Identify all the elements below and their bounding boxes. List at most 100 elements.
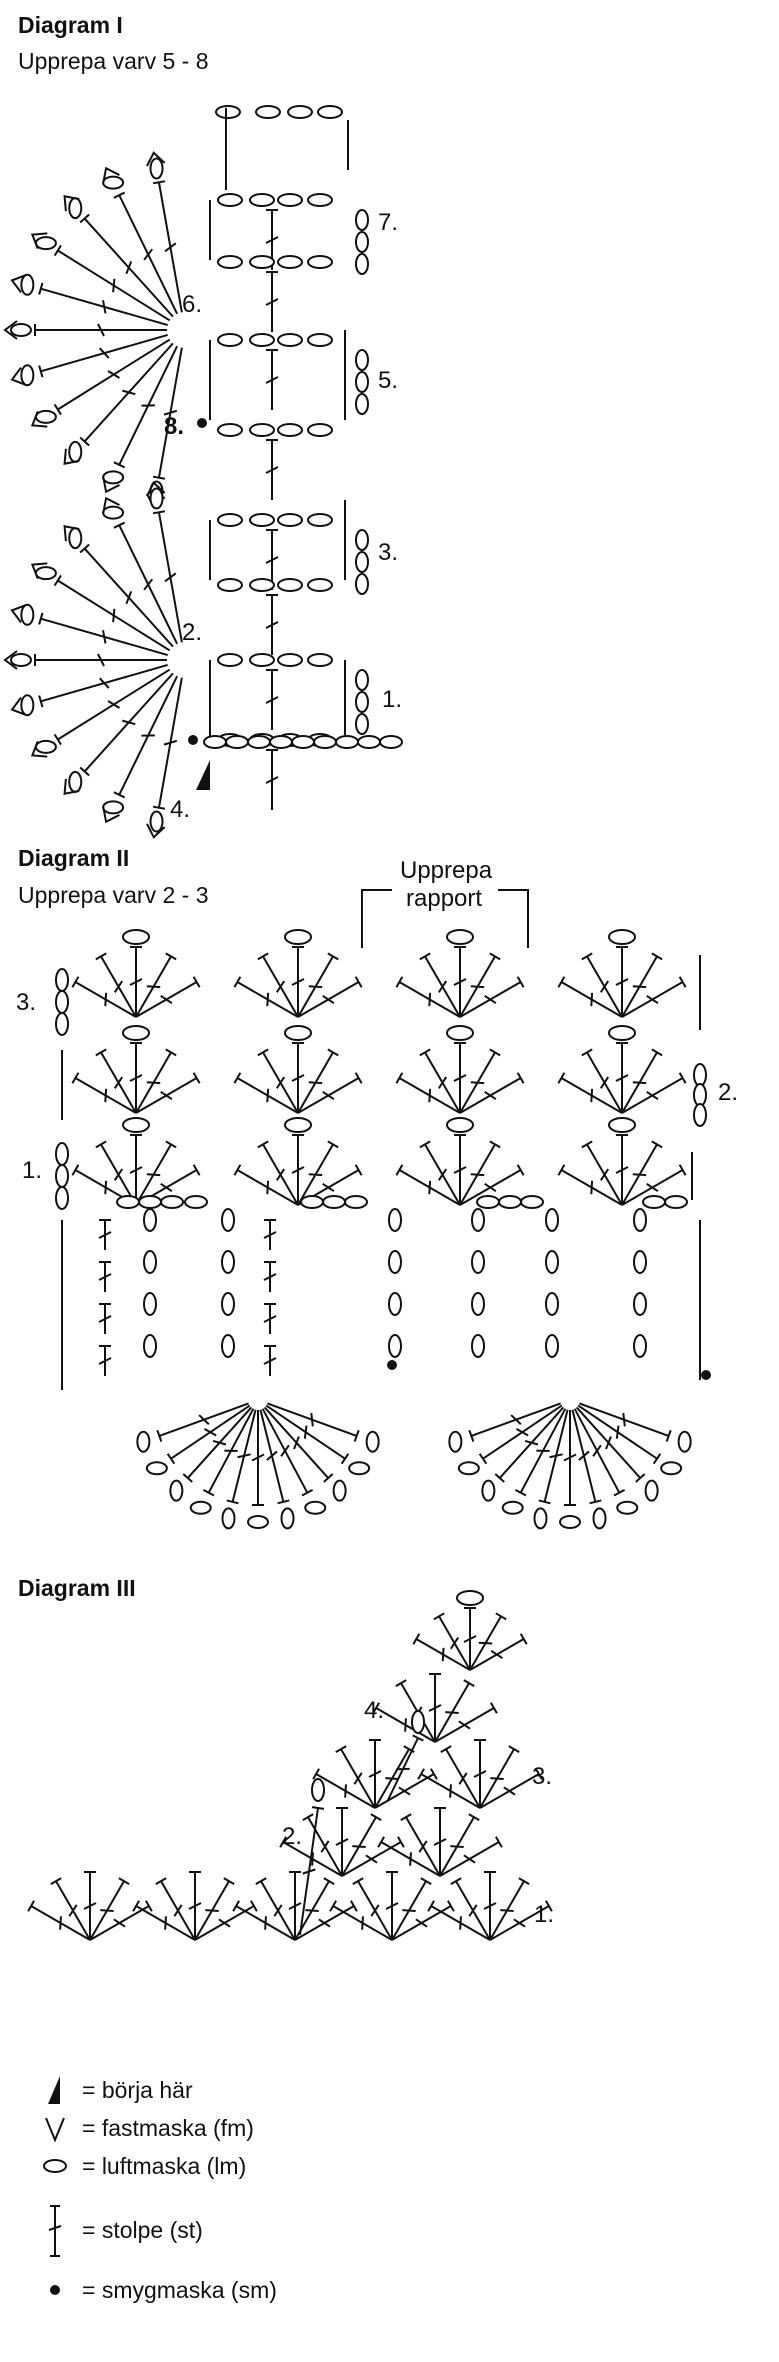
chain-stitch: [103, 177, 123, 189]
chain-stitch: [218, 514, 242, 526]
treble-stitch: [130, 1043, 142, 1113]
treble-stitch: [298, 1049, 338, 1113]
treble-stitch: [460, 1049, 500, 1113]
chain-stitch: [250, 256, 274, 268]
chain-stitch: [250, 424, 274, 436]
chain-stitch: [285, 1118, 311, 1132]
treble-stitch: [342, 1814, 381, 1876]
chain-stitch: [301, 1196, 323, 1208]
treble-stitch: [460, 1073, 524, 1113]
treble-stitch: [418, 1769, 480, 1808]
treble-stitch: [336, 1808, 348, 1876]
chain-stitch: [389, 1335, 401, 1357]
chain-stitch: [358, 736, 380, 748]
chain-stitch: [349, 1462, 369, 1474]
treble-stitch: [258, 1141, 298, 1205]
chain-stitch: [250, 579, 274, 591]
diagram-2-row-1: 1.: [22, 1157, 42, 1184]
chain-stitch: [356, 714, 368, 734]
chain-stitch: [11, 654, 31, 666]
treble-stitch: [375, 1746, 414, 1808]
slip-stitch: [188, 735, 198, 745]
diagram-1-row-2: 2.: [182, 619, 202, 646]
treble-stitch: [454, 947, 466, 1017]
treble-stitch: [189, 1872, 201, 1940]
chain-stitch: [103, 471, 123, 483]
treble-stitch: [396, 1165, 460, 1205]
chain-stitch: [103, 801, 123, 813]
treble-stitch: [84, 1872, 96, 1940]
chain-stitch: [665, 1196, 687, 1208]
chain-stitch: [218, 579, 242, 591]
chain-stitch: [117, 1196, 139, 1208]
chain-stitch: [412, 1711, 424, 1733]
treble-stitch: [420, 953, 460, 1017]
chain-stitch: [11, 324, 31, 336]
chain-stitch: [694, 1104, 706, 1126]
treble-stitch: [80, 343, 173, 445]
chain-stitch: [218, 654, 242, 666]
treble-stitch: [582, 953, 622, 1017]
chain-stitch: [617, 1502, 637, 1514]
treble-stitch: [289, 1872, 301, 1940]
chain-stitch: [308, 514, 332, 526]
diagram-1-row-5: 5.: [378, 367, 398, 394]
chain-stitch: [447, 930, 473, 944]
stolpe-icon: [40, 2200, 70, 2260]
treble-stitch: [133, 1901, 195, 1940]
treble-stitch: [266, 595, 278, 655]
chain-stitch: [336, 736, 358, 748]
chain-stitch: [503, 1502, 523, 1514]
chain-stitch: [56, 1187, 68, 1209]
chain-stitch: [248, 736, 270, 748]
chain-stitch: [643, 1196, 665, 1208]
chain-stitch: [103, 507, 123, 519]
chain-stitch: [560, 1516, 580, 1528]
chain-stitch: [21, 605, 33, 625]
diagram-1-row-6: 6.: [182, 291, 202, 318]
chain-stitch: [218, 256, 242, 268]
chain-stitch: [449, 1432, 461, 1452]
treble-stitch: [234, 1165, 298, 1205]
treble-stitch: [435, 1680, 474, 1742]
chain-stitch: [139, 1196, 161, 1208]
chain-stitch: [472, 1335, 484, 1357]
treble-stitch: [267, 1403, 358, 1441]
chain-stitch: [356, 394, 368, 414]
frame-line: [62, 1220, 700, 1390]
chain-stitch: [447, 1026, 473, 1040]
side-stolpe: [62, 955, 700, 1200]
treble-stitch: [582, 1141, 622, 1205]
chain-stitch: [634, 1293, 646, 1315]
treble-stitch: [35, 324, 167, 336]
chain-stitch: [256, 106, 280, 118]
diagram-2-row-2: 2.: [718, 1079, 738, 1106]
diagram-3-row-1: 1.: [534, 1901, 554, 1928]
treble-stitch: [136, 1073, 200, 1113]
diagram-1-row-8: 8.: [164, 413, 184, 440]
chain-stitch: [144, 1251, 156, 1273]
chain-stitch: [634, 1251, 646, 1273]
treble-stitch: [157, 1403, 248, 1441]
chain-stitch: [278, 514, 302, 526]
chain-stitch: [482, 1481, 494, 1501]
treble-stitch: [266, 272, 278, 332]
chain-stitch: [144, 1293, 156, 1315]
treble-stitch: [266, 750, 278, 810]
chain-stitch: [170, 1481, 182, 1501]
chain-stitch: [161, 1196, 183, 1208]
treble-stitch: [558, 977, 622, 1017]
chain-stitch: [472, 1251, 484, 1273]
treble-stitch: [96, 953, 136, 1017]
treble-stitch: [136, 1049, 176, 1113]
treble-stitch: [80, 215, 173, 317]
treble-stitch: [490, 1878, 529, 1940]
chain-stitch: [356, 670, 368, 690]
treble-stitch: [227, 1410, 256, 1504]
chain-stitch: [499, 1196, 521, 1208]
chain-stitch: [151, 158, 163, 178]
treble-stitch: [454, 1135, 466, 1205]
treble-stitch: [429, 1674, 441, 1742]
treble-stitch: [375, 1769, 437, 1808]
treble-stitch: [564, 1410, 576, 1505]
